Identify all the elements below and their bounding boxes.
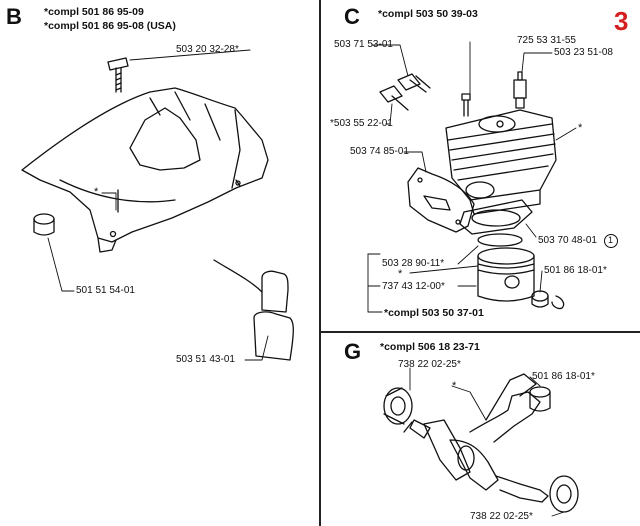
horizontal-divider [320, 331, 640, 333]
spark-plug-drawing [513, 71, 527, 109]
part-number-decomp-nut: *503 55 22-01 [330, 118, 393, 129]
part-number-spark-plug: 503 23 51-08 [554, 47, 613, 58]
part-number-screw-b: 503 20 32-28* [176, 44, 239, 55]
part-number-bearing-top: 738 22 02-25* [398, 359, 461, 370]
section-b-compl-2: *compl 501 86 95-08 (USA) [44, 20, 176, 32]
part-number-screw-c: 725 53 31-55 [517, 35, 576, 46]
circled-number-badge [604, 234, 618, 248]
part-number-gasket: 503 70 48-01 [538, 235, 597, 246]
part-star-cylinder: * [578, 122, 583, 134]
crankshaft-drawing [403, 373, 549, 503]
leader-lines [47, 41, 577, 517]
plug-drawing [33, 213, 55, 236]
part-number-bearing-c: 501 86 18-01* [544, 265, 607, 276]
base-gasket-drawing [459, 199, 533, 235]
section-c-compl: *compl 503 50 39-03 [378, 8, 478, 20]
section-b-compl-1: *compl 501 86 95-09 [44, 6, 144, 18]
part-number-pin: 737 43 12-00* [382, 281, 445, 292]
piston-ring-drawing [477, 233, 523, 247]
part-number-rings: 503 28 90-11* [382, 258, 445, 269]
cylinder-drawing [445, 109, 557, 215]
bearing-bottom-drawing [549, 475, 579, 513]
vertical-divider [319, 0, 321, 526]
section-g-letter: G [344, 339, 362, 364]
section-c-letter: C [344, 4, 360, 29]
circled-number: 1 [608, 235, 614, 245]
screw-b-drawing [107, 57, 129, 93]
part-number-needle-bearing: 501 86 18-01* [532, 371, 595, 382]
section-b-letter: B [6, 4, 22, 29]
part-number-decomp-valve: 503 71 53-01 [334, 39, 393, 50]
piston-drawing [477, 247, 535, 302]
part-number-plug: 501 51 54-01 [76, 285, 135, 296]
part-star-cover: * [94, 186, 99, 198]
section-g-compl: *compl 506 18 23-71 [380, 341, 480, 353]
gasket-plate-drawing [407, 167, 475, 233]
part-number-pad: 503 51 43-01 [176, 354, 235, 365]
needle-bearing-drawing [529, 386, 551, 412]
pad-drawings [213, 259, 294, 361]
section-c-compl-piston: *compl 503 50 37-01 [384, 307, 484, 319]
part-star-piston: * [398, 268, 403, 280]
bearing-top-drawing [383, 387, 413, 425]
part-number-bearing-bottom: 738 22 02-25* [470, 511, 533, 522]
cylinder-cover-drawing [21, 87, 269, 253]
part-star-rod: * [452, 380, 457, 392]
decomp-valve-drawing [379, 73, 431, 111]
page-number: 3 [614, 6, 629, 36]
circlip-drawing [551, 295, 565, 310]
cylinder-screw-drawing [461, 93, 471, 117]
part-number-gasket-plate: 503 74 85-01 [350, 146, 409, 157]
